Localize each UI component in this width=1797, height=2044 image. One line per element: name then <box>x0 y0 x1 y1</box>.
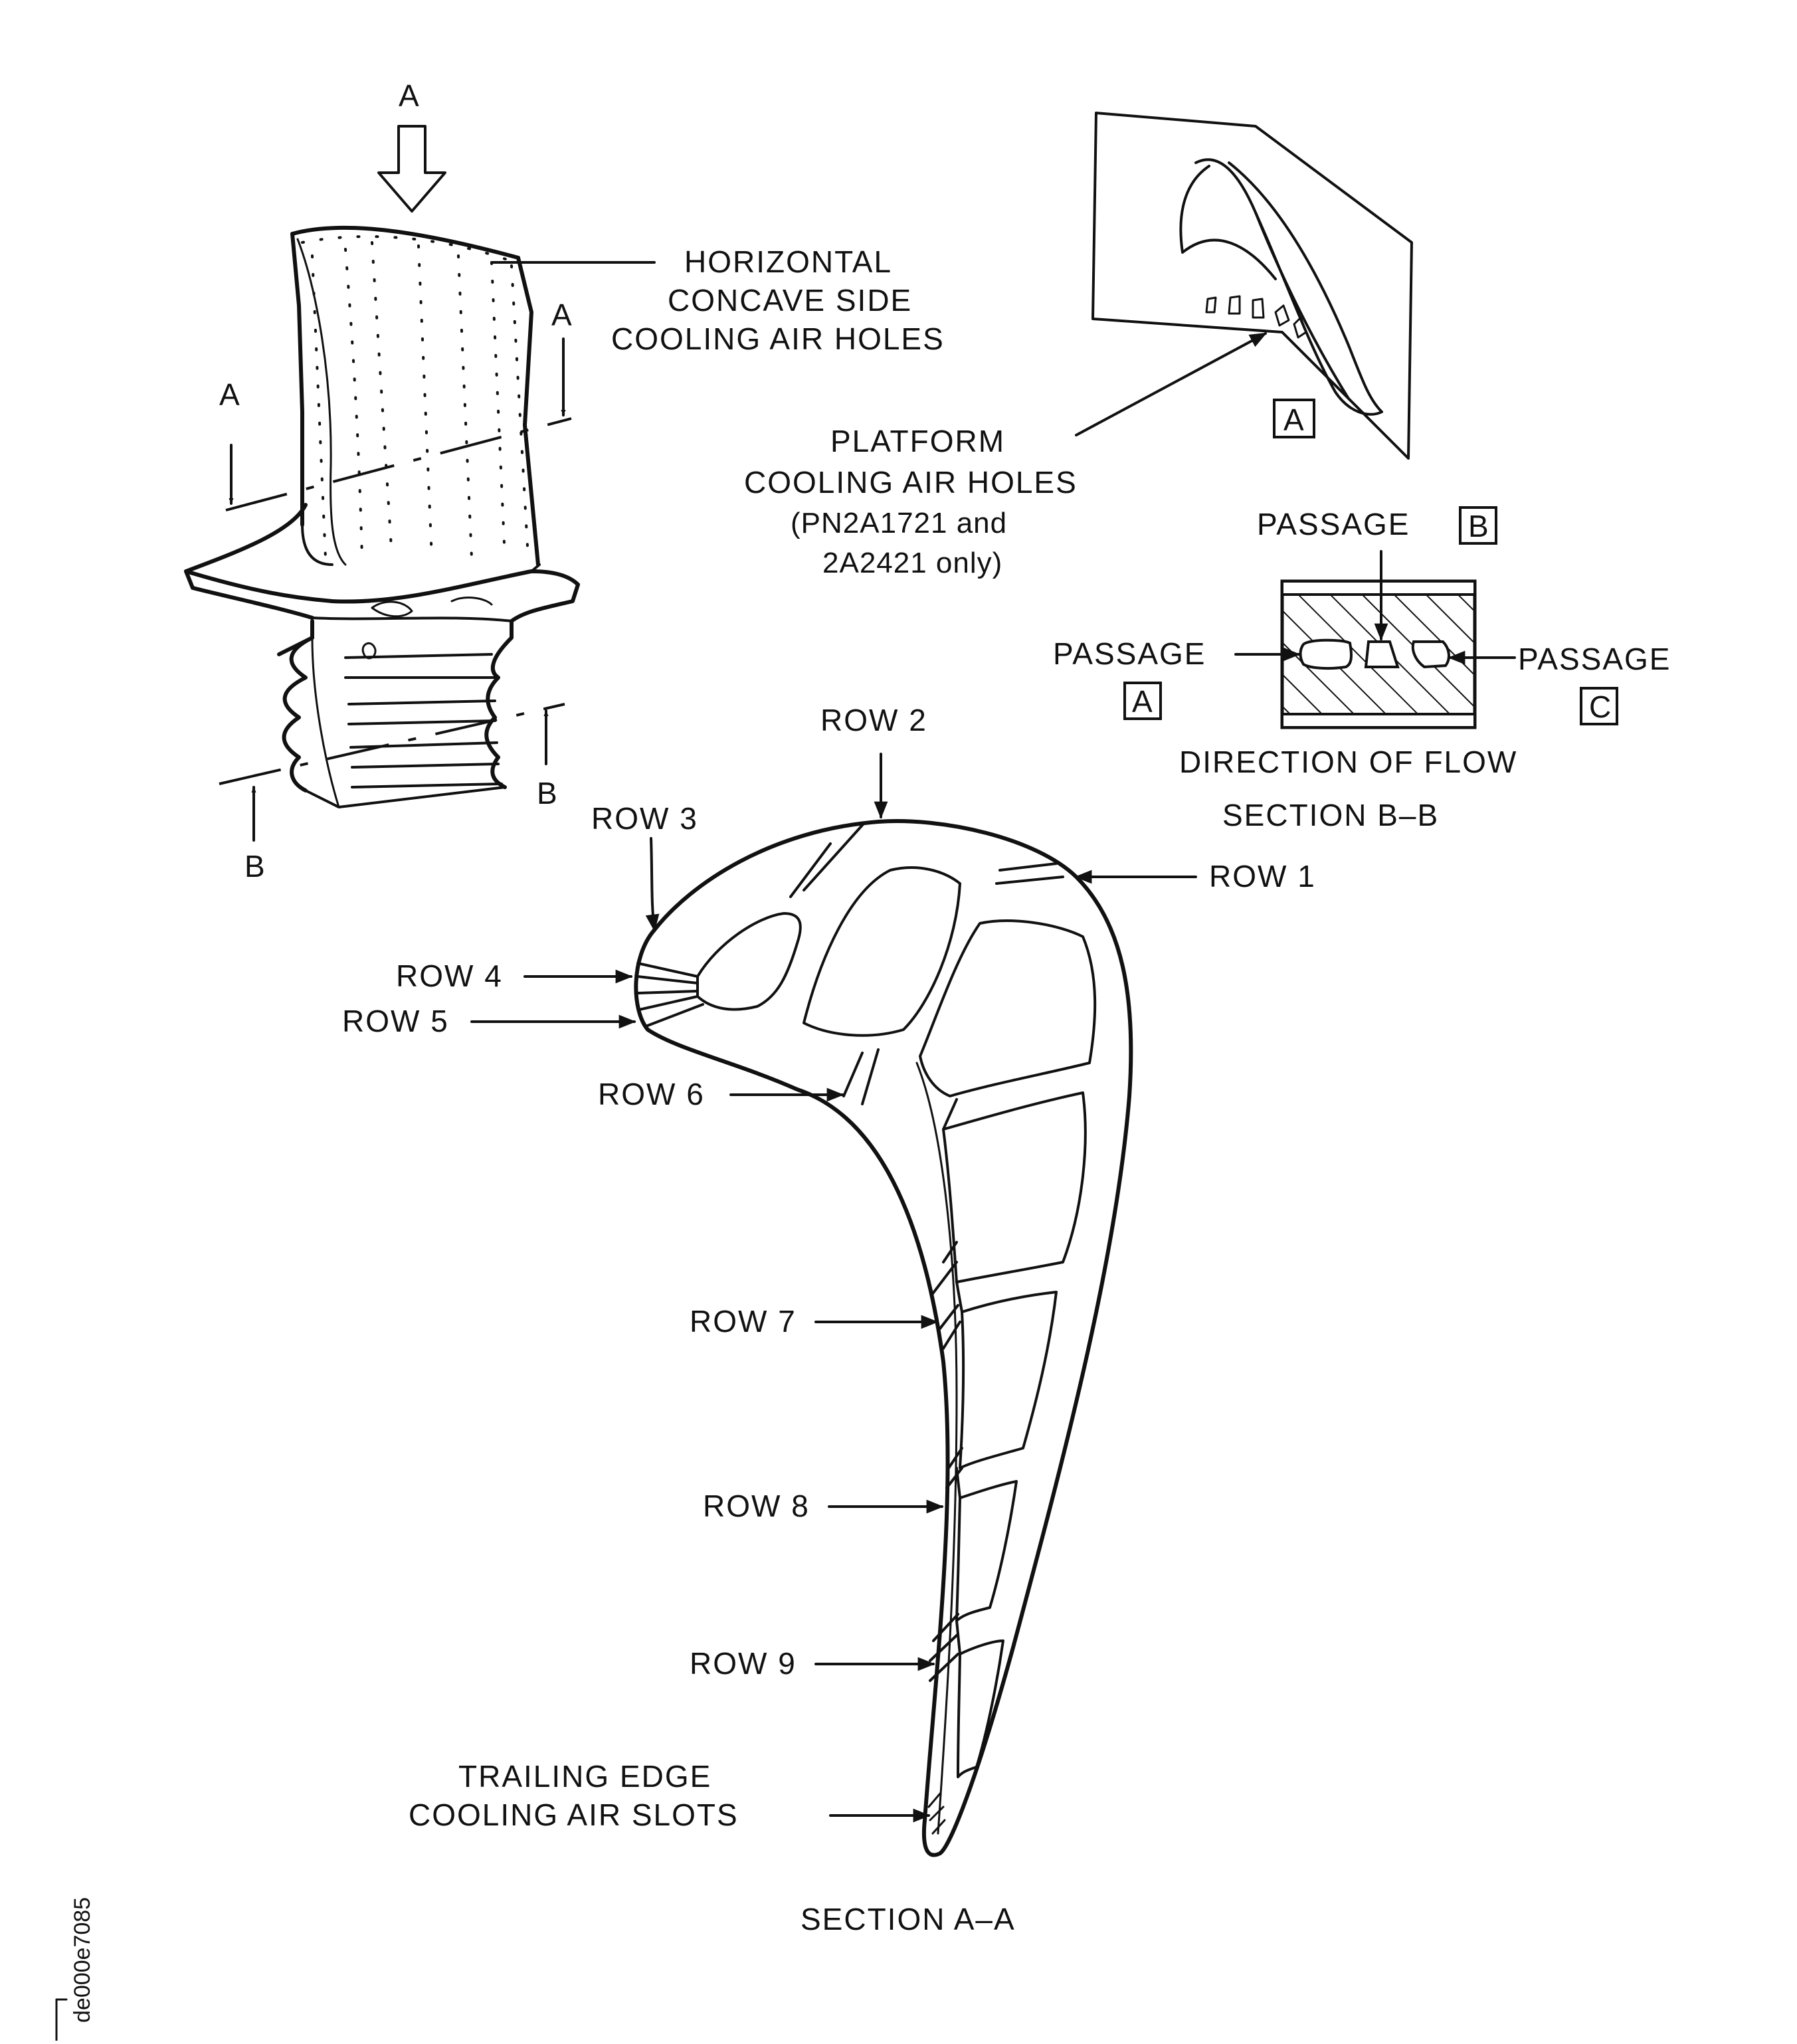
airfoil <box>290 225 540 567</box>
passage-a-label: PASSAGE <box>1053 636 1206 671</box>
row9-label: ROW 9 <box>690 1646 797 1681</box>
horizontal-label-line3: COOLING AIR HOLES <box>611 322 945 356</box>
section-line-bb <box>219 703 565 785</box>
cavity-7 <box>957 1639 1004 1778</box>
section-mark-a-right: A <box>551 298 573 332</box>
platform-label-line3: (PN2A1721 and <box>791 507 1007 539</box>
row7-label: ROW 7 <box>690 1304 797 1339</box>
detail-a-box-label: A <box>1283 403 1305 437</box>
platform-label-line4: 2A2421 only) <box>822 547 1002 579</box>
row8-label: ROW 8 <box>703 1489 810 1523</box>
direction-of-flow-label: DIRECTION OF FLOW <box>1179 745 1517 779</box>
row1-label: ROW 1 <box>1209 859 1316 893</box>
horizontal-holes-label: HORIZONTAL CONCAVE SIDE COOLING AIR HOLE… <box>611 244 945 356</box>
cavity-4 <box>942 1091 1087 1283</box>
cavity-6 <box>955 1480 1018 1622</box>
trailing-edge-label-line2: COOLING AIR SLOTS <box>409 1798 739 1832</box>
horizontal-label-line1: HORIZONTAL <box>684 244 892 279</box>
passage-c-label: PASSAGE <box>1518 642 1671 676</box>
platform-holes-leader <box>1075 332 1268 436</box>
horizontal-label-line2: CONCAVE SIDE <box>668 283 912 318</box>
passage-b-box-label: B <box>1468 509 1490 543</box>
section-line-aa <box>225 417 572 511</box>
passage-a-box-label: A <box>1132 684 1154 719</box>
section-aa-title: SECTION A–A <box>801 1902 1016 1936</box>
row6-label: ROW 6 <box>598 1077 705 1111</box>
row5-label: ROW 5 <box>342 1004 449 1038</box>
top-arrow-label: A <box>399 78 421 113</box>
row2-label: ROW 2 <box>820 703 927 737</box>
passage-a-shape <box>1299 638 1353 670</box>
platform-label-line2: COOLING AIR HOLES <box>744 465 1078 500</box>
passage-a-box <box>1123 682 1162 720</box>
platform-holes-label: PLATFORM COOLING AIR HOLES (PN2A1721 and… <box>744 424 1078 579</box>
passage-c-shape <box>1411 640 1450 669</box>
cavity-3 <box>919 919 1097 1097</box>
blade-platform <box>184 503 580 623</box>
cavity-5 <box>959 1291 1058 1469</box>
blade-isometric-view: A A A <box>184 78 656 883</box>
cavity-leading <box>696 912 802 1011</box>
section-bb-title: SECTION B–B <box>1222 798 1439 832</box>
passage-c-box-label: C <box>1589 690 1612 724</box>
figure-id-label: de000e7085 <box>70 1897 95 2023</box>
passage-c-box <box>1580 687 1618 725</box>
section-mark-b-left: B <box>244 849 266 883</box>
section-mark-b-right: B <box>537 776 559 810</box>
row4-label: ROW 4 <box>396 959 503 993</box>
cavity-2 <box>803 866 961 1037</box>
passage-b-shape <box>1364 640 1400 668</box>
passage-b-label: PASSAGE <box>1257 507 1410 541</box>
blade-root <box>277 619 514 808</box>
row3-label: ROW 3 <box>591 801 698 836</box>
trailing-edge-label-line1: TRAILING EDGE <box>458 1759 711 1794</box>
platform-label-line1: PLATFORM <box>830 424 1005 458</box>
figure-id: de000e7085 <box>55 1897 95 2042</box>
row3-leader <box>645 837 660 932</box>
detail-a-box <box>1273 399 1315 438</box>
section-bb-view <box>1280 579 1477 729</box>
top-view-arrow <box>377 125 446 213</box>
section-mark-a-left: A <box>219 377 241 412</box>
passage-b-box <box>1459 506 1497 545</box>
detail-a-view: A <box>1091 112 1413 460</box>
